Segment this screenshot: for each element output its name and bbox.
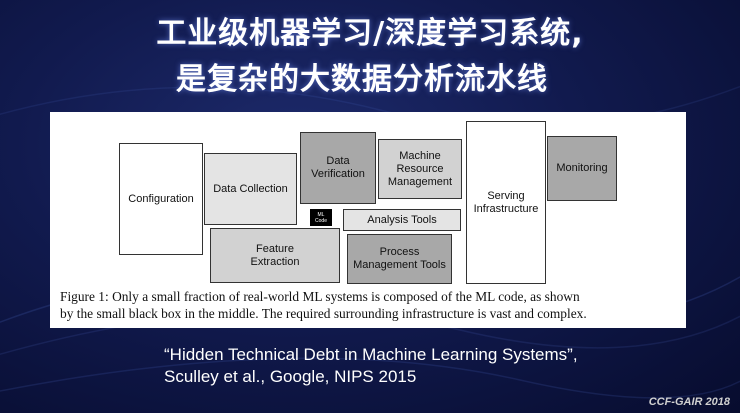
event-watermark: CCF-GAIR 2018 <box>648 396 730 408</box>
slide-title-line-2: 是复杂的大数据分析流水线 <box>176 62 548 97</box>
process-management-tools-box: Process Management Tools <box>347 234 452 284</box>
configuration-box: Configuration <box>119 143 203 255</box>
slide-title-line-1: 工业级机器学习/深度学习系统, <box>156 16 584 51</box>
figure-caption: Figure 1: Only a small fraction of real-… <box>60 289 587 321</box>
figure-panel: Configuration Data Collection Data Verif… <box>50 112 686 328</box>
serving-infrastructure-box: Serving Infrastructure <box>466 121 546 284</box>
ml-code-box: ML Code <box>310 209 332 226</box>
paper-citation: “Hidden Technical Debt in Machine Learni… <box>164 344 578 388</box>
citation-authors: Sculley et al., Google, NIPS 2015 <box>164 367 417 386</box>
data-verification-box: Data Verification <box>300 132 376 204</box>
citation-title: “Hidden Technical Debt in Machine Learni… <box>164 345 578 364</box>
monitoring-box: Monitoring <box>547 136 617 201</box>
machine-resource-management-box: Machine Resource Management <box>378 139 462 199</box>
data-collection-box: Data Collection <box>204 153 297 225</box>
analysis-tools-box: Analysis Tools <box>343 209 461 231</box>
feature-extraction-box: Feature Extraction <box>210 228 340 283</box>
